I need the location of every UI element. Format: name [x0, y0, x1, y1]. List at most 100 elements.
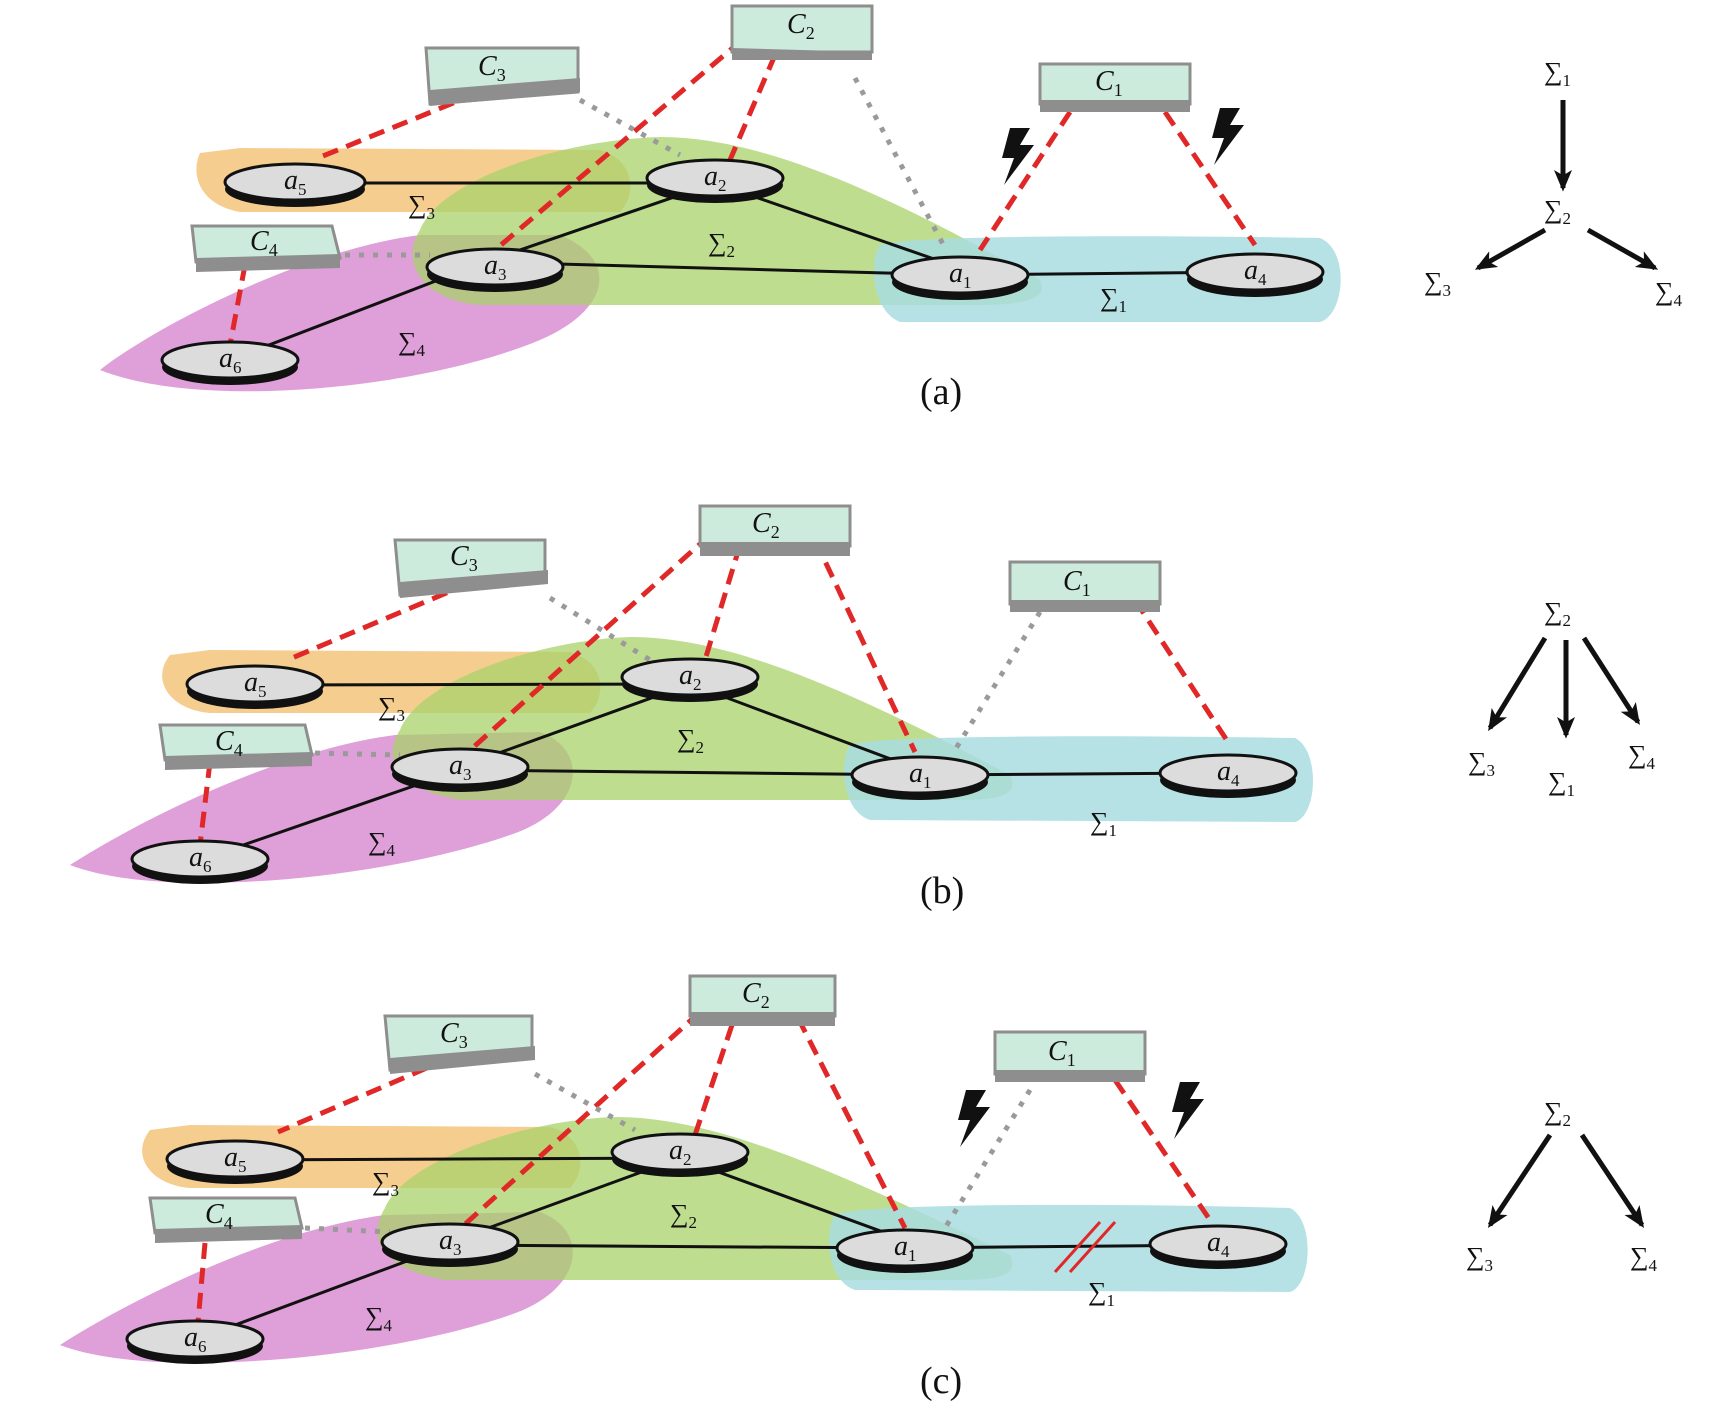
svg-text:a3: a3 — [439, 1225, 462, 1259]
region-label-sigma-4: ∑4 — [365, 1302, 393, 1335]
node-a1: a1 — [850, 755, 990, 800]
controller-c3: C3 — [424, 46, 580, 106]
svg-text:∑2: ∑2 — [1544, 1097, 1571, 1130]
region-label-sigma-2: ∑2 — [670, 1199, 697, 1232]
inactive-links — [345, 76, 948, 258]
node-a5: a5 — [165, 1139, 305, 1184]
control-links — [197, 533, 1231, 846]
svg-text:∑1: ∑1 — [1548, 767, 1575, 800]
panel-b: C3 C2 C1 C4 a5 a2 a — [70, 504, 1656, 912]
svg-text:C4: C4 — [250, 226, 278, 260]
inactive-links — [314, 595, 1043, 758]
svg-text:a5: a5 — [284, 165, 307, 199]
lightning-icon — [1212, 108, 1244, 165]
svg-text:a1: a1 — [909, 758, 932, 792]
node-a5: a5 — [185, 664, 325, 709]
svg-text:a4: a4 — [1244, 255, 1267, 289]
node-a2: a2 — [610, 1132, 750, 1177]
svg-text:C1: C1 — [1063, 566, 1091, 600]
region-label-sigma-1: ∑1 — [1090, 807, 1117, 840]
region-label-sigma-4: ∑4 — [398, 327, 426, 360]
svg-text:∑1: ∑1 — [1544, 57, 1571, 90]
node-a1: a1 — [835, 1228, 975, 1273]
svg-text:a6: a6 — [189, 842, 212, 876]
hierarchy-tree-c: ∑2 ∑3 ∑4 — [1466, 1097, 1658, 1275]
node-a1: a1 — [890, 255, 1030, 300]
svg-text:C4: C4 — [205, 1199, 233, 1233]
node-a2: a2 — [620, 657, 760, 702]
controller-c1: C1 — [1038, 62, 1192, 112]
node-a5: a5 — [223, 162, 367, 207]
lightning-icon — [1172, 1082, 1204, 1139]
controller-c4: C4 — [148, 1196, 304, 1243]
node-a3: a3 — [425, 247, 565, 292]
lightning-icon — [958, 1090, 990, 1147]
svg-text:C3: C3 — [440, 1018, 468, 1052]
svg-text:a5: a5 — [224, 1142, 247, 1176]
svg-text:C3: C3 — [478, 51, 506, 85]
svg-text:a1: a1 — [894, 1231, 917, 1265]
controller-c3: C3 — [393, 538, 548, 598]
svg-text:C2: C2 — [752, 508, 780, 542]
svg-text:a6: a6 — [184, 1322, 207, 1356]
svg-text:∑2: ∑2 — [1544, 195, 1571, 228]
svg-text:a4: a4 — [1217, 756, 1240, 790]
node-a4: a4 — [1148, 1224, 1288, 1269]
region-label-sigma-4: ∑4 — [368, 827, 396, 860]
svg-text:a3: a3 — [484, 250, 507, 284]
controller-c1: C1 — [993, 1030, 1147, 1082]
link-failure-mark — [1053, 1220, 1117, 1274]
controller-c3: C3 — [383, 1014, 535, 1074]
node-a6: a6 — [160, 340, 300, 385]
svg-text:C2: C2 — [787, 9, 815, 43]
svg-text:a4: a4 — [1207, 1227, 1230, 1261]
hierarchy-tree-b: ∑2 ∑3 ∑1 ∑4 — [1468, 597, 1656, 800]
svg-text:∑3: ∑3 — [1468, 747, 1495, 780]
svg-text:a6: a6 — [219, 343, 242, 377]
svg-text:a1: a1 — [949, 258, 972, 292]
svg-text:C3: C3 — [450, 541, 478, 575]
region-label-sigma-2: ∑2 — [677, 724, 704, 757]
node-a3: a3 — [390, 747, 530, 792]
hierarchy-tree-a: ∑1 ∑2 ∑3 ∑4 — [1424, 57, 1683, 310]
caption-c: (c) — [920, 1360, 962, 1402]
node-a6: a6 — [130, 839, 270, 884]
node-a3: a3 — [380, 1222, 520, 1267]
panel-a: C3 C2 C1 C4 a5 a2 — [100, 4, 1683, 413]
region-label-sigma-3: ∑3 — [408, 190, 435, 223]
region-label-sigma-1: ∑1 — [1088, 1277, 1115, 1310]
svg-text:C1: C1 — [1048, 1036, 1076, 1070]
svg-text:∑4: ∑4 — [1628, 740, 1656, 773]
controller-c4: C4 — [190, 224, 342, 272]
region-label-sigma-3: ∑3 — [378, 692, 405, 725]
controller-c2: C2 — [730, 4, 874, 60]
node-a2: a2 — [645, 158, 785, 203]
lightning-icon — [1002, 128, 1034, 185]
controller-c2: C2 — [688, 974, 837, 1026]
node-a6: a6 — [125, 1319, 265, 1364]
svg-text:a2: a2 — [704, 161, 727, 195]
svg-text:∑3: ∑3 — [1466, 1242, 1493, 1275]
svg-text:∑4: ∑4 — [1630, 1242, 1658, 1275]
svg-text:a2: a2 — [669, 1135, 692, 1169]
svg-text:a2: a2 — [679, 660, 702, 694]
svg-text:a5: a5 — [244, 667, 267, 701]
panel-c: C3 C2 C1 C4 a5 a2 a — [60, 974, 1658, 1402]
svg-text:C2: C2 — [742, 978, 770, 1012]
caption-a: (a) — [920, 371, 962, 413]
region-label-sigma-1: ∑1 — [1100, 283, 1127, 316]
node-a4: a4 — [1185, 252, 1325, 297]
svg-text:C4: C4 — [215, 726, 243, 760]
svg-text:∑3: ∑3 — [1424, 267, 1451, 300]
svg-text:∑2: ∑2 — [1544, 597, 1571, 630]
caption-b: (b) — [920, 870, 964, 912]
node-a4: a4 — [1158, 753, 1298, 798]
svg-text:a3: a3 — [449, 750, 472, 784]
region-label-sigma-2: ∑2 — [708, 228, 735, 261]
region-label-sigma-3: ∑3 — [372, 1167, 399, 1200]
controller-c4: C4 — [158, 723, 314, 770]
inactive-links — [304, 1071, 1033, 1235]
controller-c1: C1 — [1008, 560, 1162, 612]
svg-text:C1: C1 — [1095, 66, 1123, 100]
